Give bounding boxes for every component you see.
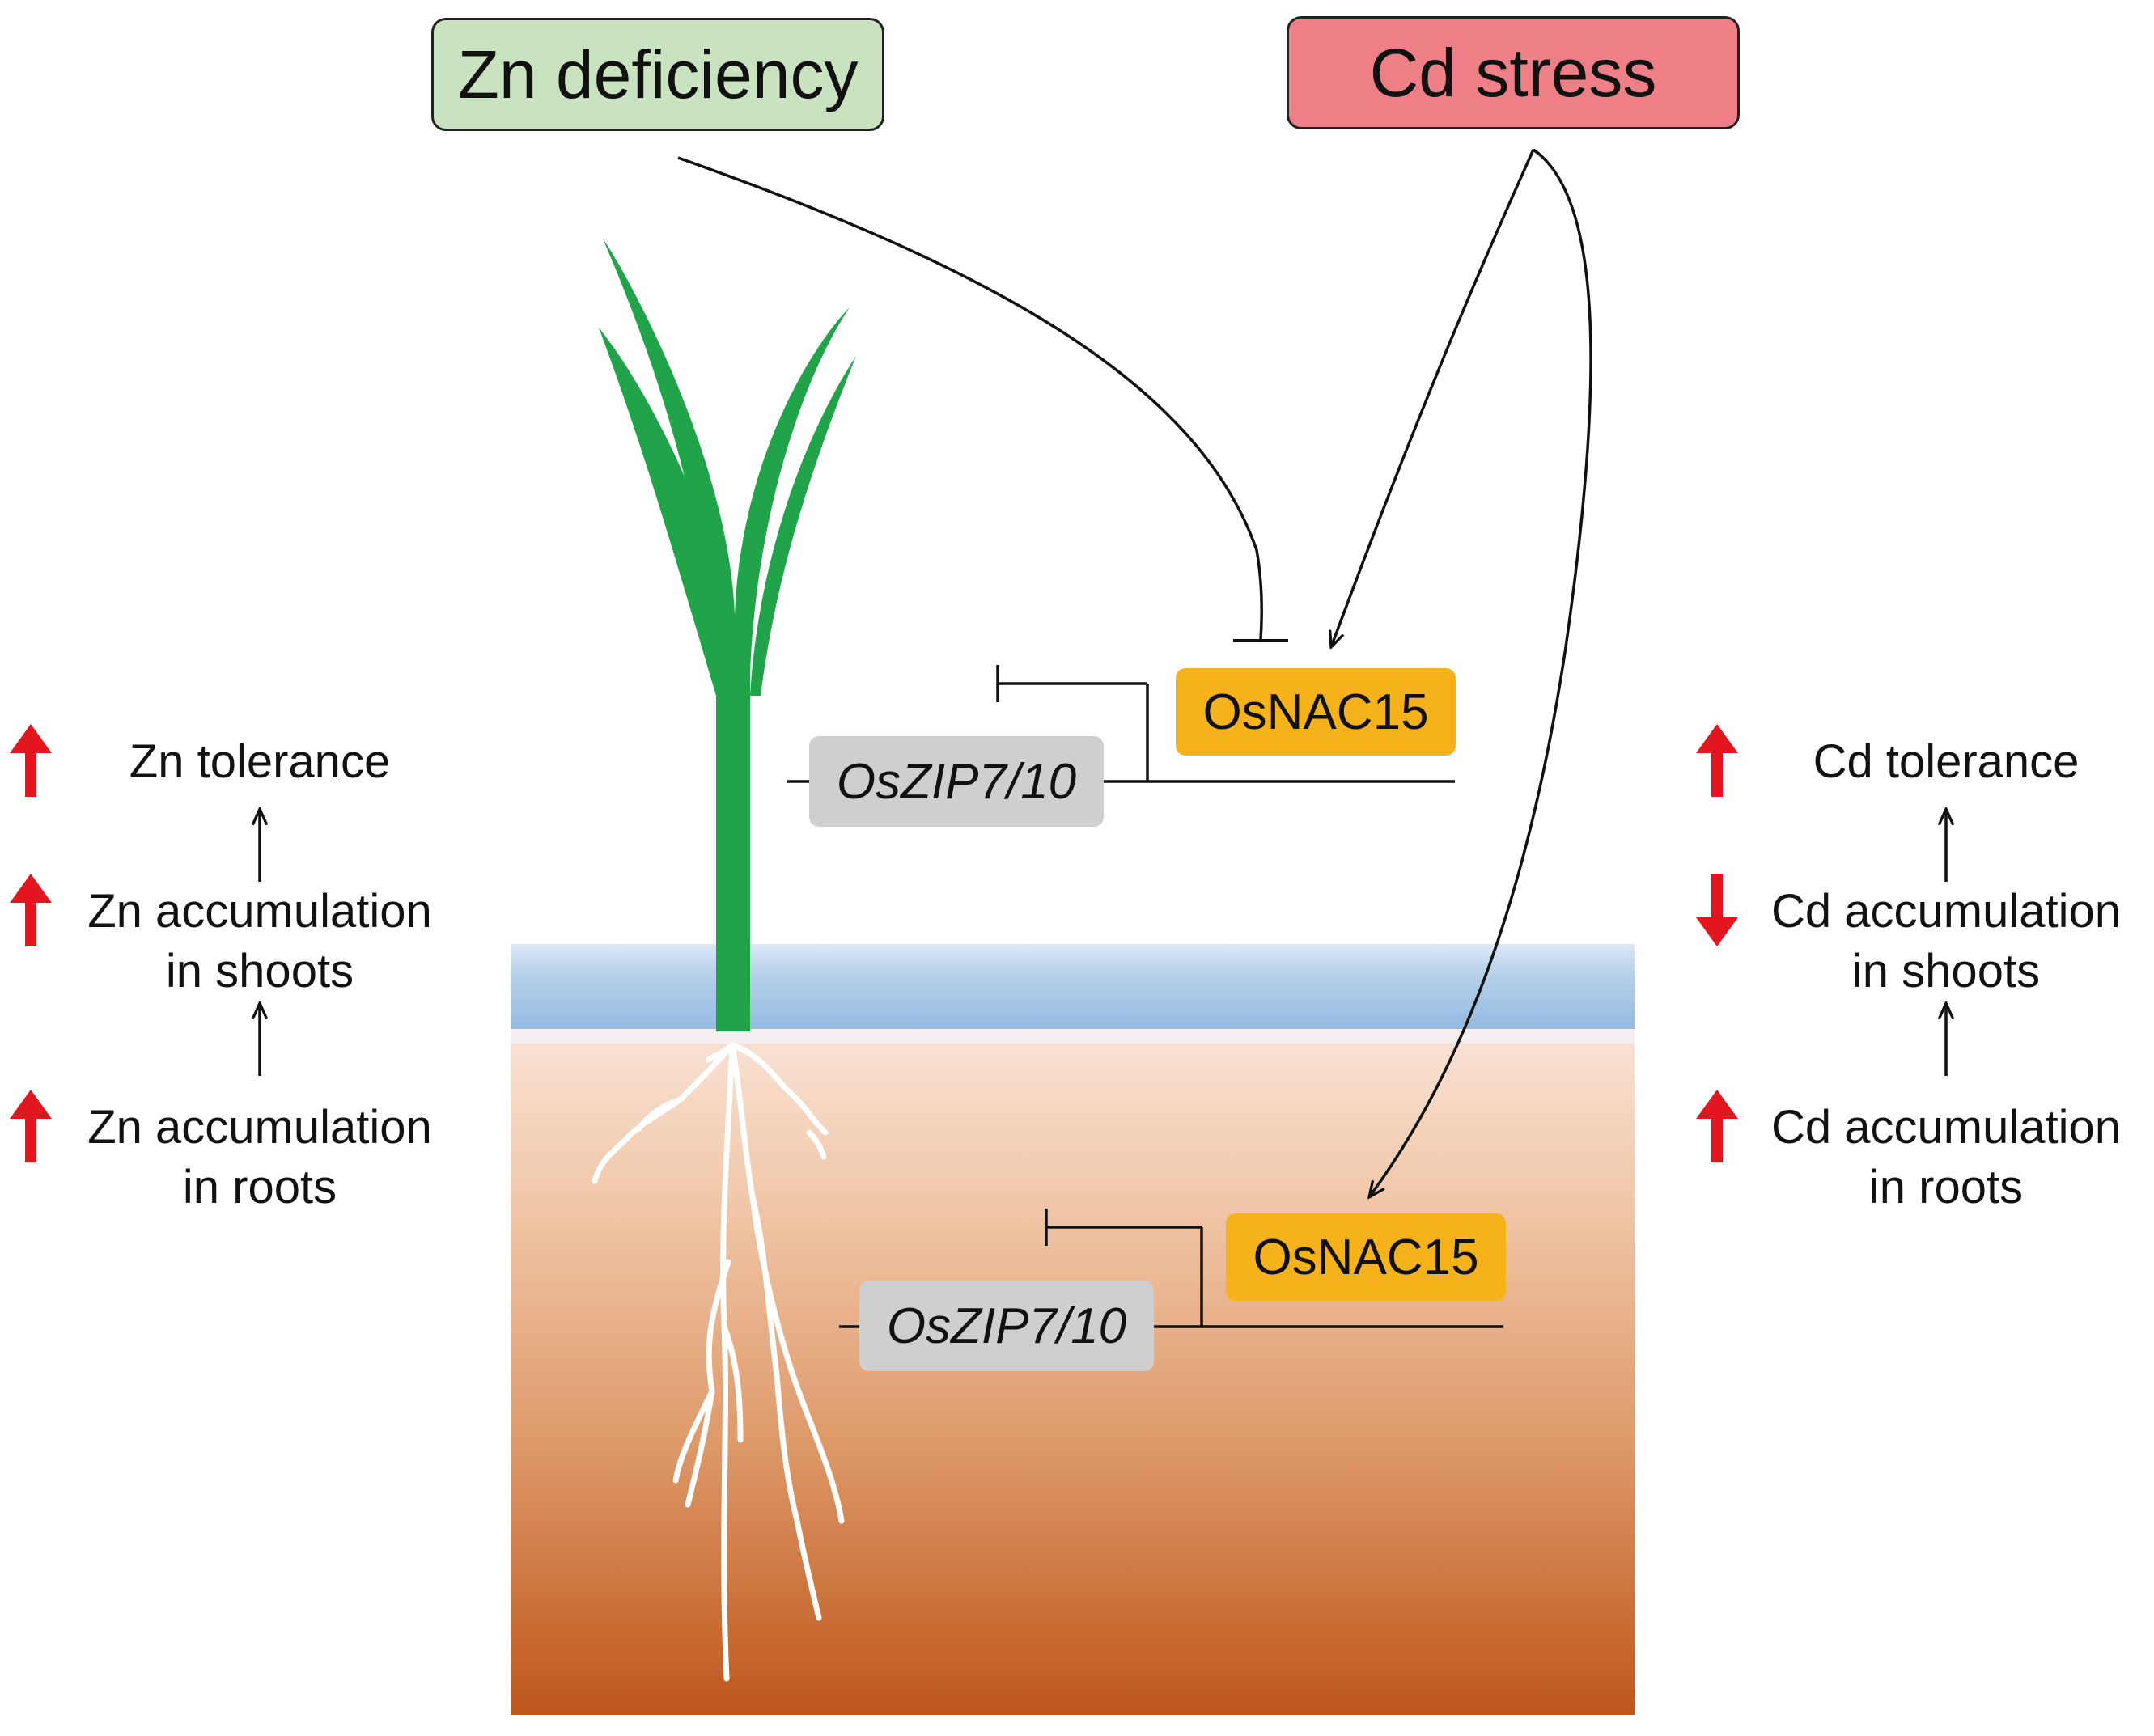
plant-right-leaf: [750, 356, 856, 696]
root-oszip-label: OsZIP7/10: [886, 1298, 1127, 1354]
root-osnac15-box: OsNAC15: [1226, 1213, 1506, 1301]
soil-top-highlight: [511, 1029, 1635, 1044]
plant-left-leaf: [599, 328, 732, 696]
shoot-osnac15-box: OsNAC15: [1176, 668, 1456, 756]
plant-shoot: [599, 239, 856, 1031]
right-effect-down-arrow-1: [1696, 874, 1738, 946]
soil-layer: [511, 1029, 1635, 1715]
water-layer: [511, 944, 1635, 1029]
plant-stem: [716, 663, 750, 1031]
left-effect-up-arrow-0: [10, 724, 52, 797]
effect-direction-arrows: [10, 724, 1738, 1162]
plant-center-leaf: [603, 239, 850, 671]
root-osnac15-label: OsNAC15: [1253, 1229, 1479, 1285]
left-effect-up-arrow-1: [10, 874, 52, 946]
cd-stress-label: Cd stress: [1369, 34, 1657, 111]
zn-tolerance-label: Zn tolerance: [129, 735, 391, 788]
right-effect-up-arrow-0: [1696, 724, 1738, 797]
shoot-oszip-label: OsZIP7/10: [836, 753, 1077, 810]
zn-deficiency-label: Zn deficiency: [457, 36, 859, 112]
cd-activates-shoot-nac15-arrow: [1331, 149, 1535, 647]
cd-tolerance-label: Cd tolerance: [1813, 735, 2080, 788]
root-oszip-box: OsZIP7/10: [859, 1281, 1154, 1371]
zn-inhibits-nac15-line: [677, 156, 1263, 640]
cd-stress-box: Cd stress: [1287, 16, 1740, 129]
zn-root-accumulation-label: Zn accumulation in roots: [87, 1101, 432, 1213]
plant-roots: [592, 1042, 845, 1682]
zn-deficiency-box: Zn deficiency: [431, 18, 884, 131]
shoot-oszip-box: OsZIP7/10: [809, 736, 1104, 827]
right-effect-up-arrow-2: [1696, 1090, 1738, 1162]
shoot-osnac15-label: OsNAC15: [1202, 684, 1429, 740]
cd-root-accumulation-label: Cd accumulation in roots: [1771, 1101, 2121, 1213]
zn-shoot-accumulation-label: Zn accumulation in shoots: [87, 885, 432, 997]
left-effect-up-arrow-2: [10, 1090, 52, 1162]
cd-shoot-accumulation-label: Cd accumulation in shoots: [1771, 885, 2121, 997]
cd-activates-root-nac15-arrow: [1369, 148, 1592, 1197]
